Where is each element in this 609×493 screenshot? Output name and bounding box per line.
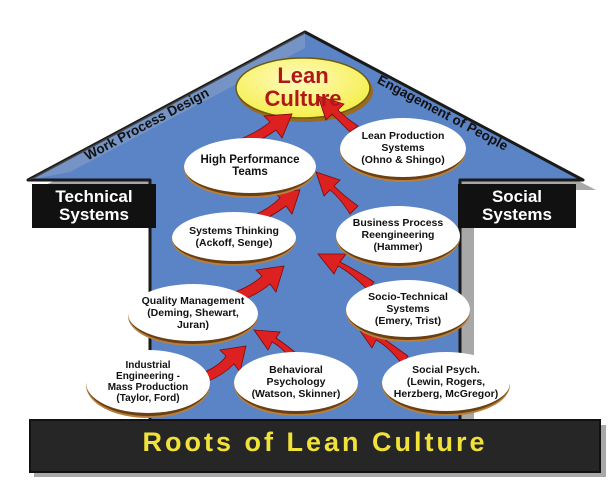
node-text: Socio-Technical Systems (Emery, Trist) bbox=[368, 290, 448, 327]
base-bar bbox=[29, 419, 601, 473]
arrow-lps-to-lean bbox=[317, 95, 359, 133]
node-systems-thinking: Systems Thinking (Ackoff, Senge) bbox=[172, 212, 296, 264]
node-industrial-engineering: Industrial Engineering - Mass Production… bbox=[86, 350, 210, 416]
node-text: Behavioral Psychology (Watson, Skinner) bbox=[251, 363, 341, 400]
title-line-2: Culture bbox=[264, 86, 342, 112]
node-high-performance-teams: High Performance Teams bbox=[184, 138, 316, 196]
left-roof-band bbox=[28, 32, 305, 180]
node-text: Systems Thinking (Ackoff, Senge) bbox=[189, 224, 279, 249]
lean-culture-title: Lean Culture bbox=[240, 64, 366, 110]
node-business-process-reengineering: Business Process Reengineering (Hammer) bbox=[336, 206, 460, 266]
technical-line-2: Systems bbox=[59, 204, 129, 224]
node-text: High Performance Teams bbox=[200, 153, 300, 178]
arrow-ie-to-qm bbox=[199, 345, 247, 383]
social-systems-box bbox=[458, 184, 576, 228]
technical-line-1: Technical bbox=[55, 187, 133, 206]
arrow-sts-to-st bbox=[317, 253, 375, 291]
technical-systems-box bbox=[32, 184, 156, 228]
node-text: Business Process Reengineering (Hammer) bbox=[352, 216, 444, 253]
social-line-1: Social bbox=[491, 187, 543, 206]
node-text: Lean Production Systems (Ohno & Shingo) bbox=[361, 129, 445, 166]
node-text: Quality Management (Deming, Shewart, Jur… bbox=[141, 294, 245, 331]
arrow-bpr-to-hpt bbox=[315, 171, 359, 215]
node-text: Social Psych. (Lewin, Rogers, Herzberg, … bbox=[393, 363, 499, 400]
node-behavioral-psychology: Behavioral Psychology (Watson, Skinner) bbox=[234, 352, 358, 414]
social-systems-label: Social Systems bbox=[458, 188, 576, 224]
social-line-2: Systems bbox=[482, 204, 552, 224]
roots-of-lean-culture-label: Roots of Lean Culture bbox=[142, 427, 488, 457]
technical-systems-label: Technical Systems bbox=[32, 188, 156, 224]
node-socio-technical-systems: Socio-Technical Systems (Emery, Trist) bbox=[346, 280, 470, 340]
node-lean-production-systems: Lean Production Systems (Ohno & Shingo) bbox=[340, 118, 466, 180]
node-quality-management: Quality Management (Deming, Shewart, Jur… bbox=[128, 284, 258, 344]
node-social-psych: Social Psych. (Lewin, Rogers, Herzberg, … bbox=[382, 352, 510, 414]
title-line-1: Lean bbox=[277, 63, 329, 88]
node-text: Industrial Engineering - Mass Production… bbox=[107, 359, 189, 404]
